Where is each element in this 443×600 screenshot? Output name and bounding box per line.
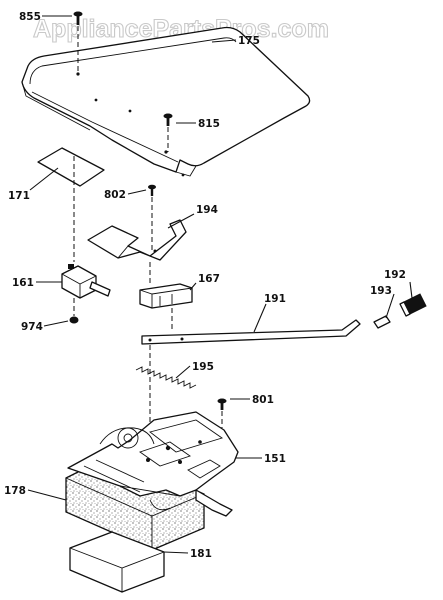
callout-labels: 855 175 815 171 802 194 161 167 192 193 … bbox=[4, 11, 406, 560]
callout-178: 178 bbox=[4, 485, 26, 497]
part-192-knob bbox=[399, 293, 427, 317]
part-181-block bbox=[69, 531, 165, 593]
callout-192: 192 bbox=[384, 269, 406, 281]
callout-195: 195 bbox=[192, 361, 214, 373]
callout-974: 974 bbox=[21, 321, 43, 333]
callout-802: 802 bbox=[104, 189, 126, 201]
part-191-rod bbox=[141, 319, 361, 345]
part-855-screw bbox=[73, 11, 83, 25]
callout-855: 855 bbox=[19, 11, 41, 23]
watermark-text: AppliancePartsPros.com bbox=[33, 15, 329, 43]
callout-151: 151 bbox=[264, 453, 286, 465]
part-193-clip bbox=[373, 315, 391, 329]
part-802-screw bbox=[148, 184, 156, 196]
part-175-cover-panel bbox=[21, 26, 311, 177]
part-815-screw bbox=[163, 113, 173, 126]
callout-leaders bbox=[27, 15, 413, 554]
callout-801: 801 bbox=[252, 394, 274, 406]
part-171-pad bbox=[37, 147, 105, 187]
callout-167: 167 bbox=[198, 273, 220, 285]
part-801-screw bbox=[217, 398, 227, 410]
part-151-lock-mechanism bbox=[67, 411, 239, 517]
callout-171: 171 bbox=[8, 190, 30, 202]
callout-815: 815 bbox=[198, 118, 220, 130]
part-974-nut bbox=[69, 316, 79, 324]
part-161-switch bbox=[61, 264, 111, 299]
part-167-block bbox=[139, 283, 193, 309]
callout-194: 194 bbox=[196, 204, 218, 216]
callout-191: 191 bbox=[264, 293, 286, 305]
part-194-bracket bbox=[87, 219, 187, 261]
part-195-spring bbox=[135, 366, 197, 389]
callout-193: 193 bbox=[370, 285, 392, 297]
callout-181: 181 bbox=[190, 548, 212, 560]
callout-175: 175 bbox=[238, 35, 260, 47]
callout-161: 161 bbox=[12, 277, 34, 289]
